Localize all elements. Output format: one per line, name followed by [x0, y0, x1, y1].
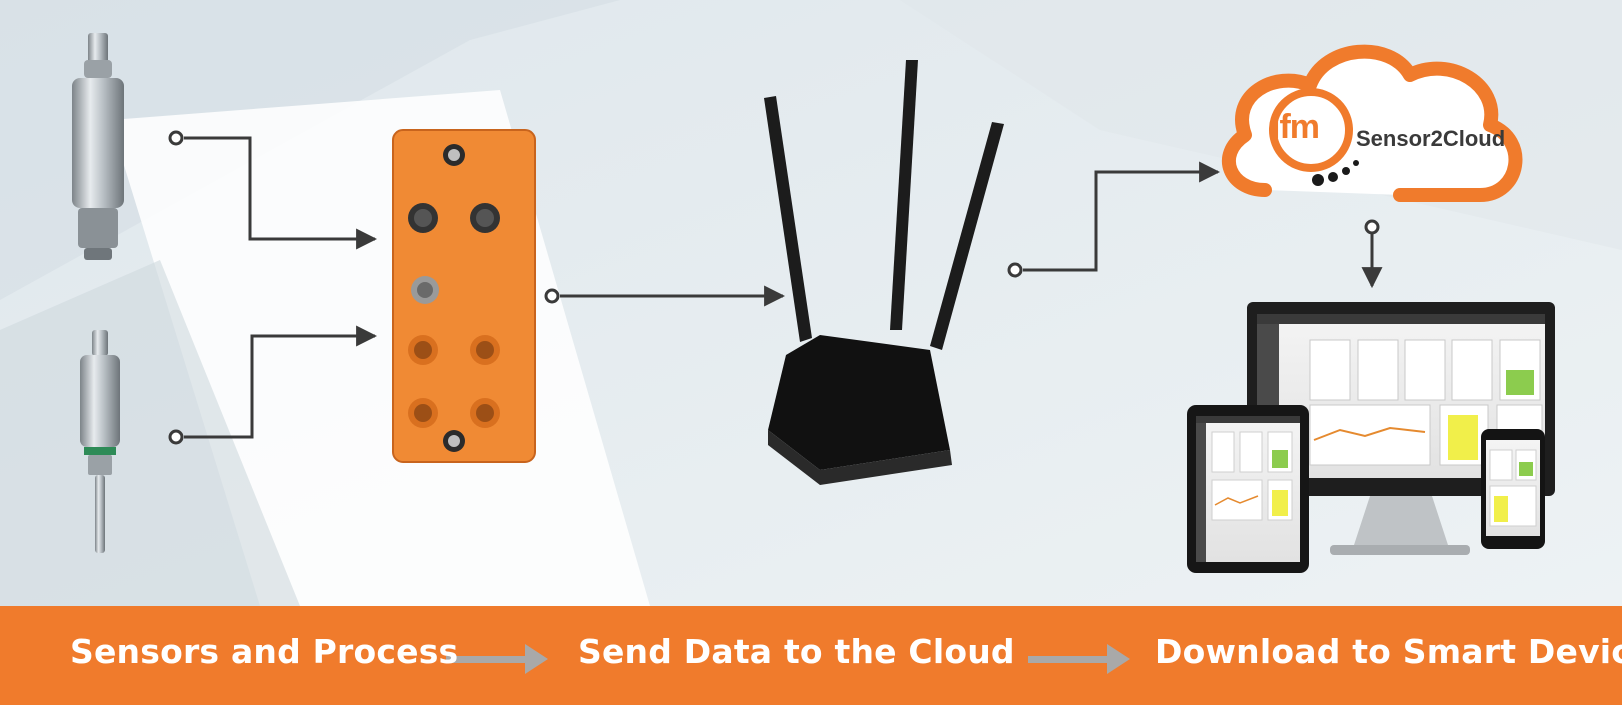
banner-arrow-2 — [1028, 656, 1110, 663]
phone-icon — [1481, 429, 1545, 549]
background-wall-left — [0, 0, 620, 300]
banner-arrow-2-head — [1107, 644, 1130, 674]
cloud-icon — [1221, 44, 1523, 202]
connector-router-cloud — [1023, 161, 1221, 272]
banner-arrow-1-head — [525, 644, 548, 674]
sensor2cloud-label: Sensor2Cloud — [1356, 126, 1506, 151]
banner-arrow-layer — [446, 644, 1130, 674]
connector-sensor-2 — [184, 325, 378, 439]
connector-nodes — [168, 130, 1380, 445]
step-send-data-to-cloud: Send Data to the Cloud — [578, 632, 1015, 671]
connector-sensor-1 — [184, 136, 378, 250]
connectors — [184, 136, 1383, 439]
banner-arrow-1 — [446, 656, 528, 663]
step-sensors-and-process: Sensors and Process — [70, 632, 459, 671]
router-icon — [764, 60, 1004, 485]
tablet-icon — [1187, 405, 1309, 573]
background-wall-low — [0, 260, 300, 606]
ifm-logo: ifm — [1271, 108, 1320, 146]
sensor-icon — [72, 33, 124, 260]
step-download-to-smart-device: Download to Smart Device — [1155, 632, 1622, 671]
io-link-master-icon — [392, 129, 536, 463]
process-banner — [0, 606, 1622, 705]
sensor-icon — [80, 330, 120, 553]
